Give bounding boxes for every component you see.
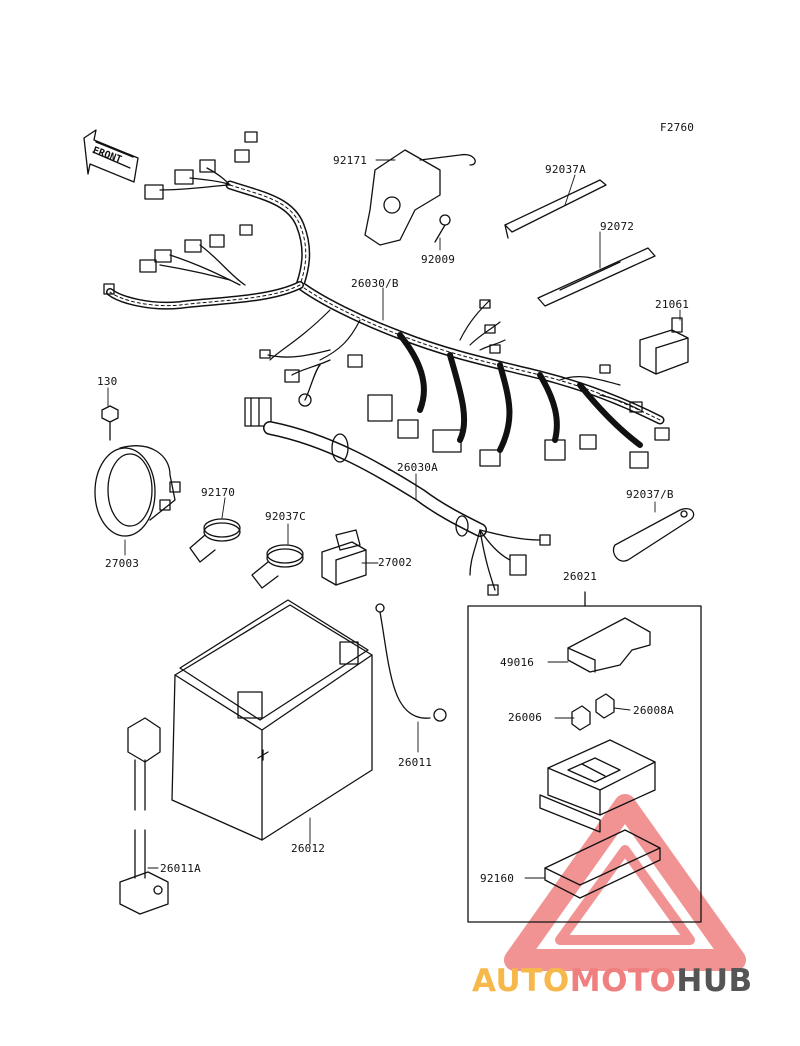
part-label-92037a: 92037A [545, 163, 586, 176]
watermark-hub: HUB [676, 963, 753, 999]
part-label-27002: 27002 [378, 556, 413, 569]
relay-21061 [639, 317, 689, 375]
strap-92037B [612, 508, 695, 562]
fuse-box-frame [467, 591, 702, 923]
bolt-130 [101, 405, 119, 441]
cable-26011 [375, 603, 447, 722]
part-label-92037b: 92037/B [626, 488, 674, 501]
part-label-26008a: 26008A [633, 704, 674, 717]
part-label-92009: 92009 [421, 253, 456, 266]
watermark-auto: AUTO [472, 963, 570, 999]
leader-lines [107, 159, 681, 879]
sub-harness [263, 421, 551, 596]
part-label-130: 130 [97, 375, 118, 388]
part-label-26011a: 26011A [160, 862, 201, 875]
horn-27003 [94, 445, 181, 537]
fuse-26008A [595, 693, 615, 719]
band-92170 [189, 518, 241, 563]
part-label-49016: 49016 [500, 656, 535, 669]
cable-26011A [119, 717, 169, 915]
band-92037C [251, 544, 304, 589]
part-label-92160: 92160 [480, 872, 515, 885]
fuse-box-body [539, 739, 656, 833]
part-label-92170: 92170 [201, 486, 236, 499]
holder-92160 [544, 829, 661, 899]
watermark-triangle [504, 794, 746, 971]
figure-code: F2760 [660, 121, 695, 134]
front-arrow-icon [83, 129, 139, 183]
part-label-27003: 27003 [105, 557, 140, 570]
fuse-26006 [571, 705, 591, 731]
part-label-21061: 21061 [655, 298, 690, 311]
strap-92072 [537, 247, 656, 307]
part-label-26011: 26011 [398, 756, 433, 769]
part-label-26021: 26021 [563, 570, 598, 583]
watermark-logo: AUTOMOTOHUB [472, 963, 753, 999]
part-label-26012: 26012 [291, 842, 326, 855]
bracket-92171 [364, 149, 476, 246]
part-label-26030a: 26030A [397, 461, 438, 474]
part-label-92037c: 92037C [265, 510, 306, 523]
part-label-92171: 92171 [333, 154, 368, 167]
cover-49016 [567, 617, 651, 673]
connector-cluster [103, 131, 670, 469]
strap-92037A [504, 179, 607, 239]
part-label-26030b: 26030/B [351, 277, 399, 290]
part-label-92072: 92072 [600, 220, 635, 233]
wiring-harness-main [106, 180, 665, 453]
relay-27002 [321, 529, 367, 586]
part-label-26006: 26006 [508, 711, 543, 724]
watermark-moto: MOTO [569, 963, 677, 999]
battery-26012 [171, 599, 373, 841]
